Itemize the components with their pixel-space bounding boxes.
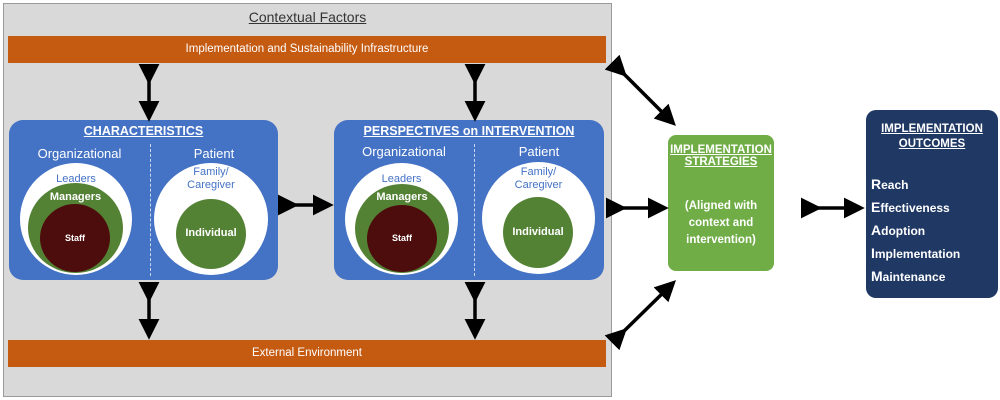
perspectives-divider: [474, 144, 475, 276]
staff-label: Staff: [392, 233, 412, 243]
characteristics-divider: [150, 144, 151, 276]
infrastructure-bar: Implementation and Sustainability Infras…: [8, 36, 606, 63]
strategies-note-line1: (Aligned with: [684, 200, 758, 212]
implementation-strategies-box: IMPLEMENTATION STRATEGIES (Aligned with …: [668, 135, 774, 271]
family-caregiver-line1: Family/: [520, 166, 557, 178]
outcome-initial: M: [871, 268, 883, 284]
contextual-factors-title: Contextual Factors: [248, 9, 367, 25]
strategies-note-line2: context and: [688, 217, 754, 229]
strategies-title: IMPLEMENTATION STRATEGIES: [668, 144, 774, 168]
strategies-title-line1: IMPLEMENTATION: [670, 144, 772, 156]
outcome-rest: ffectiveness: [880, 201, 950, 215]
managers-label: Managers: [376, 191, 428, 203]
implementation-outcomes-box: IMPLEMENTATION OUTCOMES Reach Effectiven…: [866, 110, 998, 298]
staff-circle: [367, 205, 437, 272]
individual-label: Individual: [185, 227, 237, 239]
perspectives-box: PERSPECTIVES on INTERVENTION Organizatio…: [334, 120, 604, 280]
characteristics-title: CHARACTERISTICS: [83, 124, 204, 138]
family-caregiver-label: Family/ Caregiver: [482, 166, 595, 192]
leaders-label: Leaders: [56, 173, 96, 185]
outcome-reach: Reach: [871, 176, 908, 192]
strategies-note-line3: intervention): [686, 234, 756, 246]
individual-circle: [176, 199, 246, 269]
family-caregiver-line2: Caregiver: [187, 179, 235, 191]
characteristics-box: CHARACTERISTICS Organizational Patient L…: [9, 120, 278, 280]
staff-label: Staff: [65, 233, 85, 243]
outcome-initial: I: [871, 245, 875, 261]
individual-circle: [503, 197, 573, 268]
outcomes-title: IMPLEMENTATION OUTCOMES: [866, 122, 998, 152]
family-caregiver-line1: Family/: [193, 166, 229, 178]
outcome-rest: aintenance: [882, 270, 946, 284]
individual-label: Individual: [512, 226, 564, 238]
outcome-maintenance: Maintenance: [871, 268, 945, 284]
outcome-rest: each: [881, 178, 909, 192]
family-caregiver-label: Family/ Caregiver: [154, 166, 268, 192]
outcome-rest: mplementation: [874, 247, 961, 261]
perspectives-organizational-heading: Organizational: [362, 144, 446, 159]
strategies-title-line2: STRATEGIES: [684, 156, 758, 168]
external-environment-bar: External Environment: [8, 340, 606, 367]
outcome-initial: R: [871, 176, 882, 192]
characteristics-organizational-heading: Organizational: [37, 146, 122, 161]
outcome-initial: A: [871, 222, 882, 238]
arrow-extenv-strategies: [604, 280, 677, 351]
family-caregiver-line2: Caregiver: [514, 179, 563, 191]
outcomes-title-line2: OUTCOMES: [898, 138, 966, 150]
outcome-initial: E: [871, 199, 881, 215]
perspectives-title: PERSPECTIVES on INTERVENTION: [363, 124, 575, 138]
leaders-label: Leaders: [381, 173, 422, 185]
strategies-note: (Aligned with context and intervention): [668, 198, 774, 249]
arrow-infra-strategies: [604, 54, 676, 126]
outcomes-title-line1: IMPLEMENTATION: [881, 123, 983, 135]
perspectives-patient-heading: Patient: [518, 144, 560, 159]
staff-circle: [40, 204, 110, 272]
outcome-rest: doption: [881, 224, 926, 238]
outcome-implementation: Implementation: [871, 245, 960, 261]
managers-label: Managers: [49, 191, 102, 203]
outcome-adoption: Adoption: [871, 222, 925, 238]
outcome-effectiveness: Effectiveness: [871, 199, 950, 215]
characteristics-patient-heading: Patient: [193, 146, 235, 161]
